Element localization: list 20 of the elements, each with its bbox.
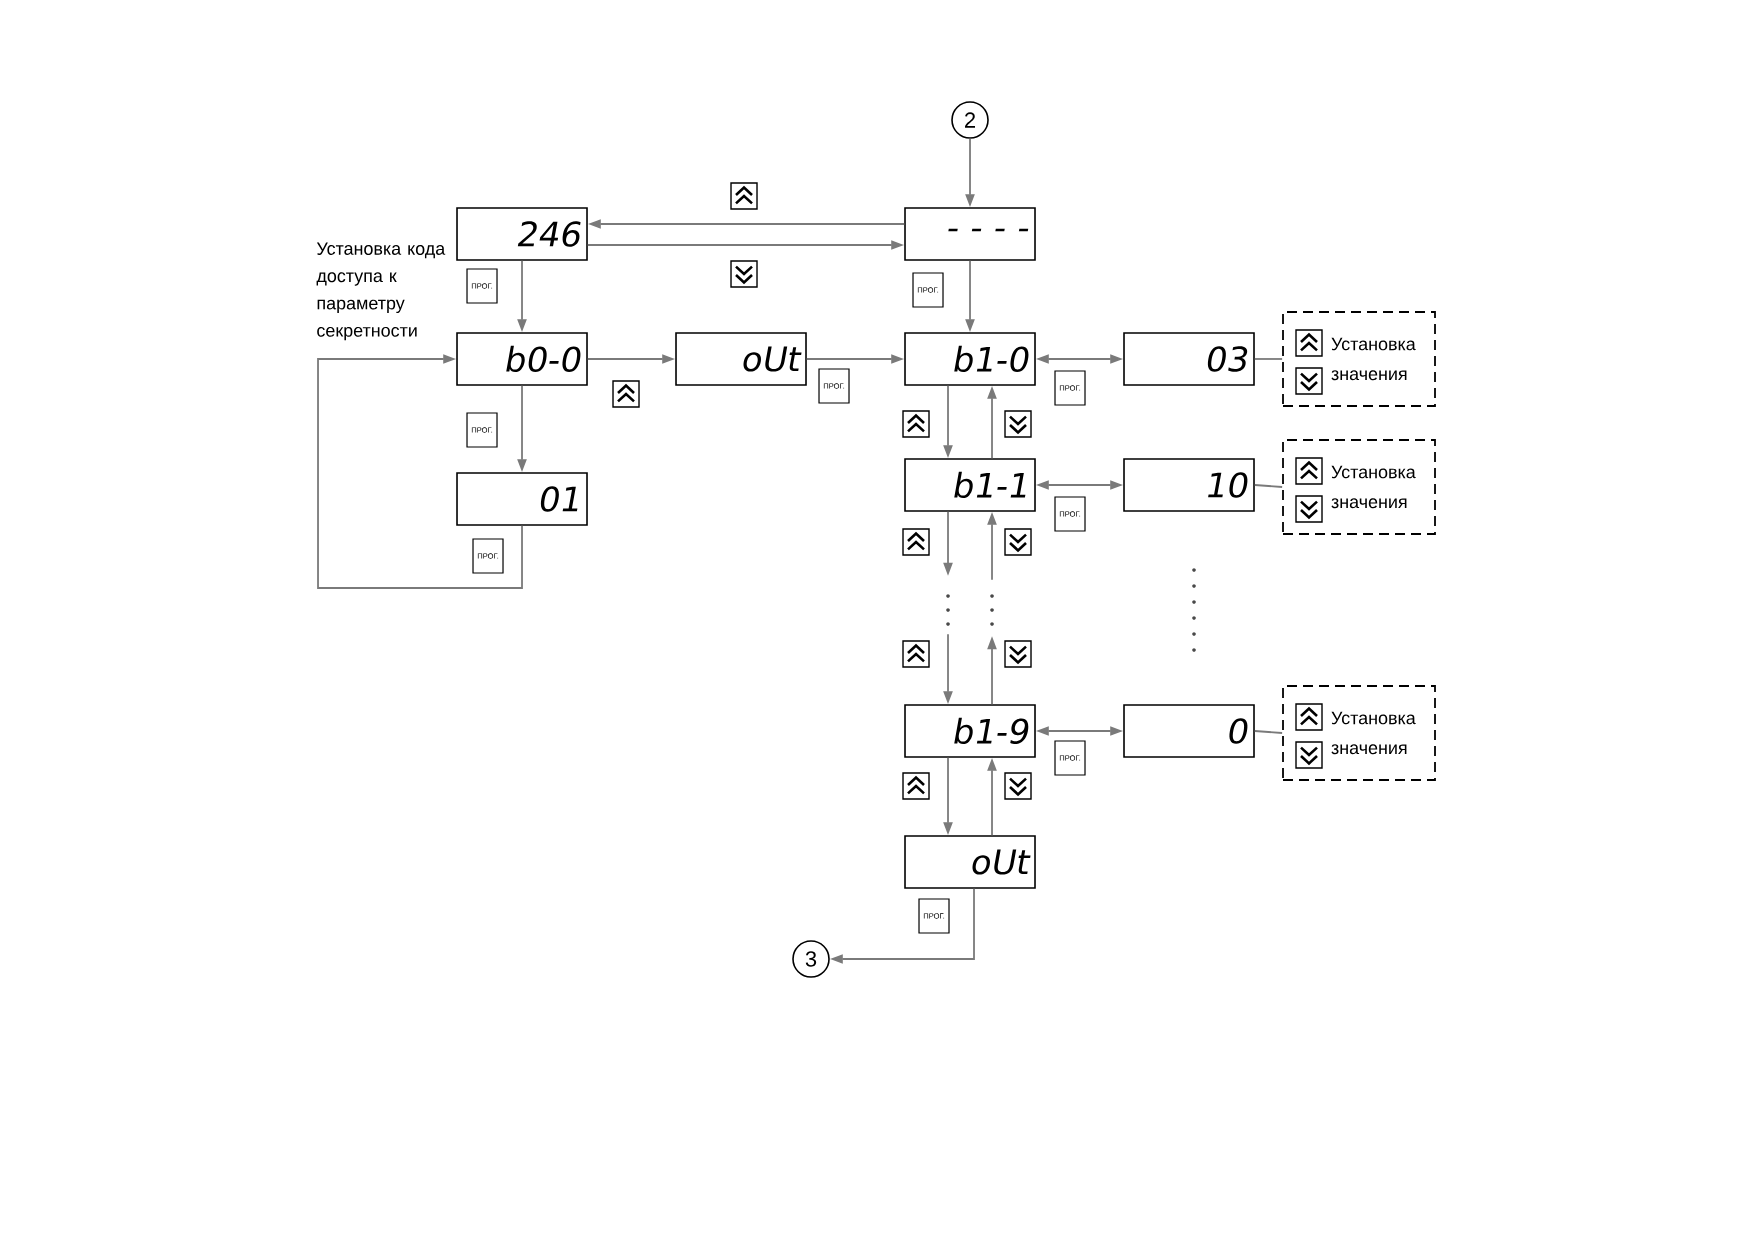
display-box: 10 <box>1123 458 1255 512</box>
connector-line <box>1253 730 1283 734</box>
display-box: - - - - <box>904 207 1036 261</box>
display-box: oUt <box>904 835 1036 889</box>
connector-line <box>1253 358 1283 360</box>
display-box: b0-0 <box>456 332 588 386</box>
annotation-text: Установка кода доступа к параметру секретности <box>316 242 446 341</box>
arrow <box>317 354 523 589</box>
display-box: b1-0 <box>904 332 1036 386</box>
display-box: oUt <box>675 332 807 386</box>
display-box: 01 <box>456 472 588 526</box>
dashed-group-box: Установка значения <box>1282 311 1436 407</box>
display-box: b1-1 <box>904 458 1036 512</box>
dashed-group-box: Установка значения <box>1282 439 1436 535</box>
display-box: 0 <box>1123 704 1255 758</box>
connector-line <box>1253 484 1283 488</box>
dashed-group-box: Установка значения <box>1282 685 1436 781</box>
display-box: 246 <box>456 207 588 261</box>
display-box: b1-9 <box>904 704 1036 758</box>
display-box: 03 <box>1123 332 1255 386</box>
